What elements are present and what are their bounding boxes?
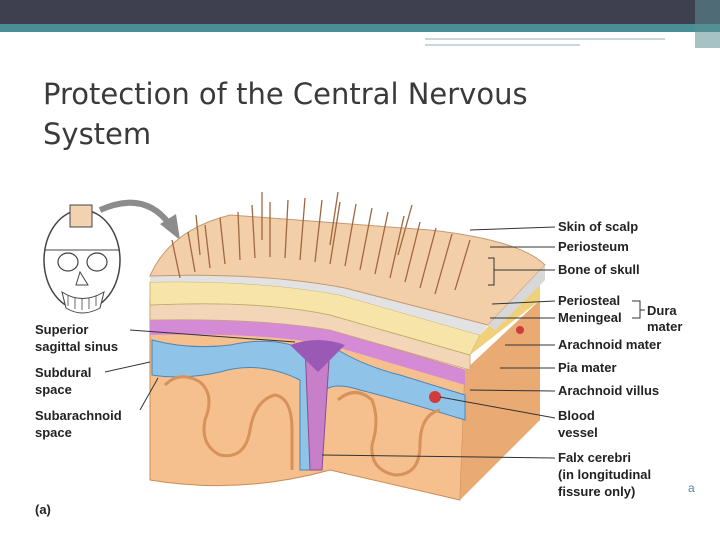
label-arachnoid-mater: Arachnoid mater [558,337,661,352]
label-pia-mater: Pia mater [558,360,617,375]
label-subdural-line2: space [35,382,72,397]
accent-line [425,44,580,46]
corner-mark: a [688,481,695,495]
label-blood-line1: Blood [558,408,595,423]
label-arachnoid-villus: Arachnoid villus [558,383,659,398]
label-falx-line3: fissure only) [558,484,635,499]
meninges-diagram: Skin of scalp Periosteum Bone of skull P… [0,180,720,540]
label-subarachnoid-line2: space [35,425,72,440]
arrow-icon [100,203,170,225]
label-periosteal: Periosteal [558,293,620,308]
label-meningeal: Meningeal [558,310,622,325]
label-superior-line2: sagittal sinus [35,339,118,354]
corner-accent-bar [695,0,720,48]
label-bone-of-skull: Bone of skull [558,262,640,277]
label-subarachnoid-line1: Subarachnoid [35,408,122,423]
slide-title: Protection of the Central Nervous System [43,74,643,154]
label-subdural-line1: Subdural [35,365,91,380]
top-banner-accent [0,24,720,32]
label-falx-line1: Falx cerebri [558,450,631,465]
skull-icon [44,205,120,313]
label-blood-line2: vessel [558,425,598,440]
label-skin-of-scalp: Skin of scalp [558,219,638,234]
label-superior-line1: Superior [35,322,88,337]
panel-label: (a) [35,502,51,517]
label-dura-line1: Dura [647,303,677,318]
top-banner [0,0,720,24]
label-falx-line2: (in longitudinal [558,467,651,482]
accent-line [425,38,665,40]
label-periosteum: Periosteum [558,239,629,254]
label-dura-line2: mater [647,319,682,334]
